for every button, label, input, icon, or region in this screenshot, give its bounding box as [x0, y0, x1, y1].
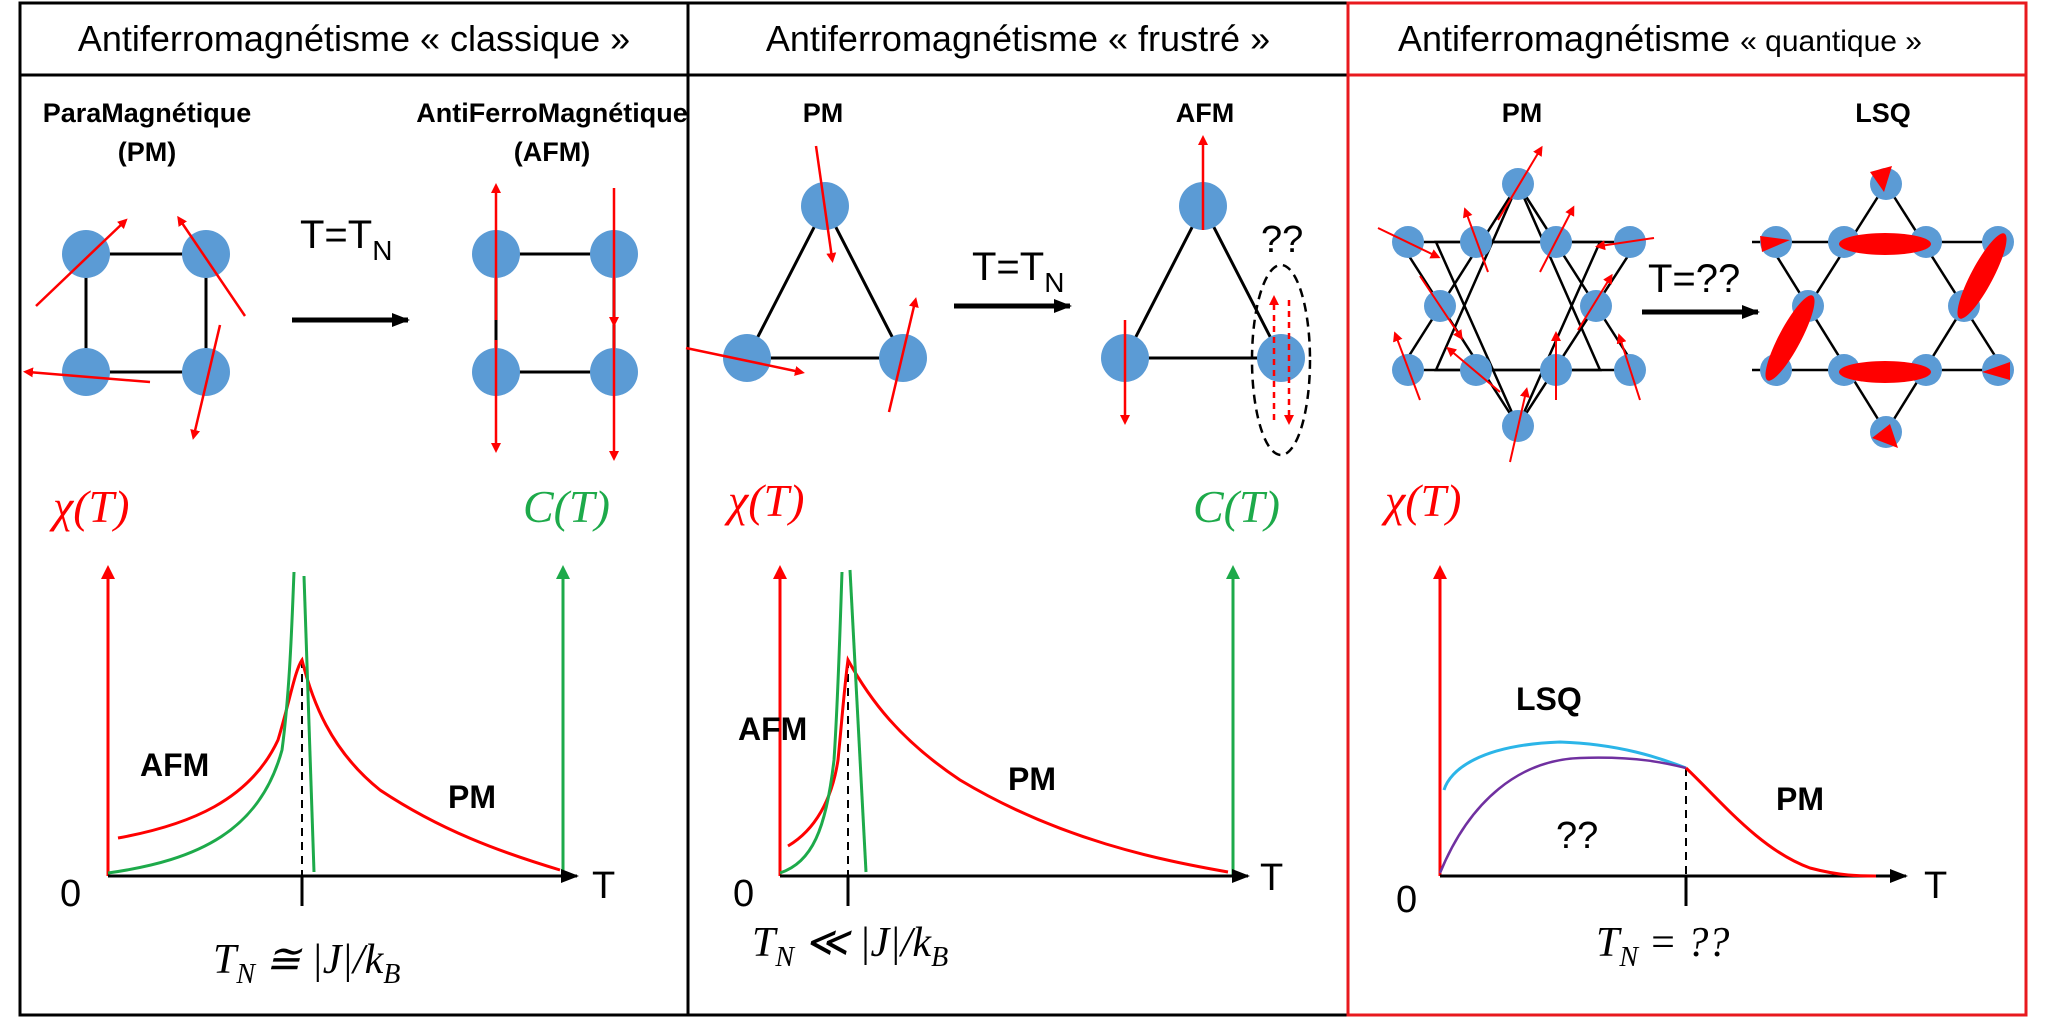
t-axis-label: T [1924, 865, 1947, 907]
lsq-kagome-lattice [1752, 166, 2014, 448]
afm-label: AntiFerroMagnétique(AFM) [416, 98, 688, 167]
plot-quantum: LSQ ?? PM 0 T TN = ?? [1396, 565, 1947, 973]
origin-label: 0 [1396, 879, 1417, 921]
c-label: C(T) [1193, 481, 1280, 532]
transition-label: T=TN [300, 213, 392, 266]
panel-frames [18, 1, 2028, 1017]
region-pm: PM [448, 779, 496, 815]
t-axis-label: T [592, 865, 615, 907]
panel-title: Antiferromagnétisme « classique » [78, 18, 630, 59]
panel-classical: Antiferromagnétisme « classique » ParaMa… [23, 18, 688, 990]
transition-label: T=?? [1648, 257, 1740, 301]
panel-quantum: Antiferromagnétisme « quantique » PM LSQ [1377, 18, 2014, 973]
afm-square-lattice [472, 183, 638, 461]
lsq-label: LSQ [1855, 98, 1911, 128]
region-pm: PM [1776, 781, 1824, 817]
afm-label: AFM [1176, 98, 1234, 128]
pm-label: ParaMagnétique(PM) [43, 98, 252, 167]
region-pm: PM [1008, 761, 1056, 797]
pm-kagome-lattice [1377, 145, 1655, 463]
chi-label: χ(T) [724, 475, 804, 526]
afm-triangle: ?? [1101, 135, 1312, 457]
panel-title: Antiferromagnétisme « quantique » [1398, 18, 1922, 59]
pm-triangle [685, 145, 927, 413]
chi-label: χ(T) [1381, 475, 1461, 526]
unknown-label: ?? [1261, 219, 1303, 261]
formula: TN = ?? [1596, 920, 1729, 973]
pm-square-lattice [23, 215, 247, 440]
region-unknown: ?? [1556, 815, 1598, 857]
chi-label: χ(T) [49, 481, 129, 532]
plot-classical: AFM PM 0 T TN ≅ |J|/kB [60, 565, 615, 990]
formula: TN ≪ |J|/kB [752, 920, 948, 973]
region-afm: AFM [738, 711, 807, 747]
origin-label: 0 [733, 873, 754, 915]
c-label: C(T) [523, 481, 610, 532]
pm-label: PM [803, 98, 844, 128]
panel-title: Antiferromagnétisme « frustré » [766, 18, 1270, 59]
plot-frustrated: AFM PM 0 T TN ≪ |J|/kB [733, 565, 1283, 973]
formula: TN ≅ |J|/kB [213, 937, 400, 990]
t-axis-label: T [1260, 857, 1283, 899]
transition-label: T=TN [972, 245, 1064, 298]
panel-frustrated: Antiferromagnétisme « frustré » PM AFM T… [685, 18, 1312, 973]
region-lsq: LSQ [1516, 681, 1582, 717]
region-afm: AFM [140, 747, 209, 783]
origin-label: 0 [60, 873, 81, 915]
pm-label: PM [1502, 98, 1543, 128]
